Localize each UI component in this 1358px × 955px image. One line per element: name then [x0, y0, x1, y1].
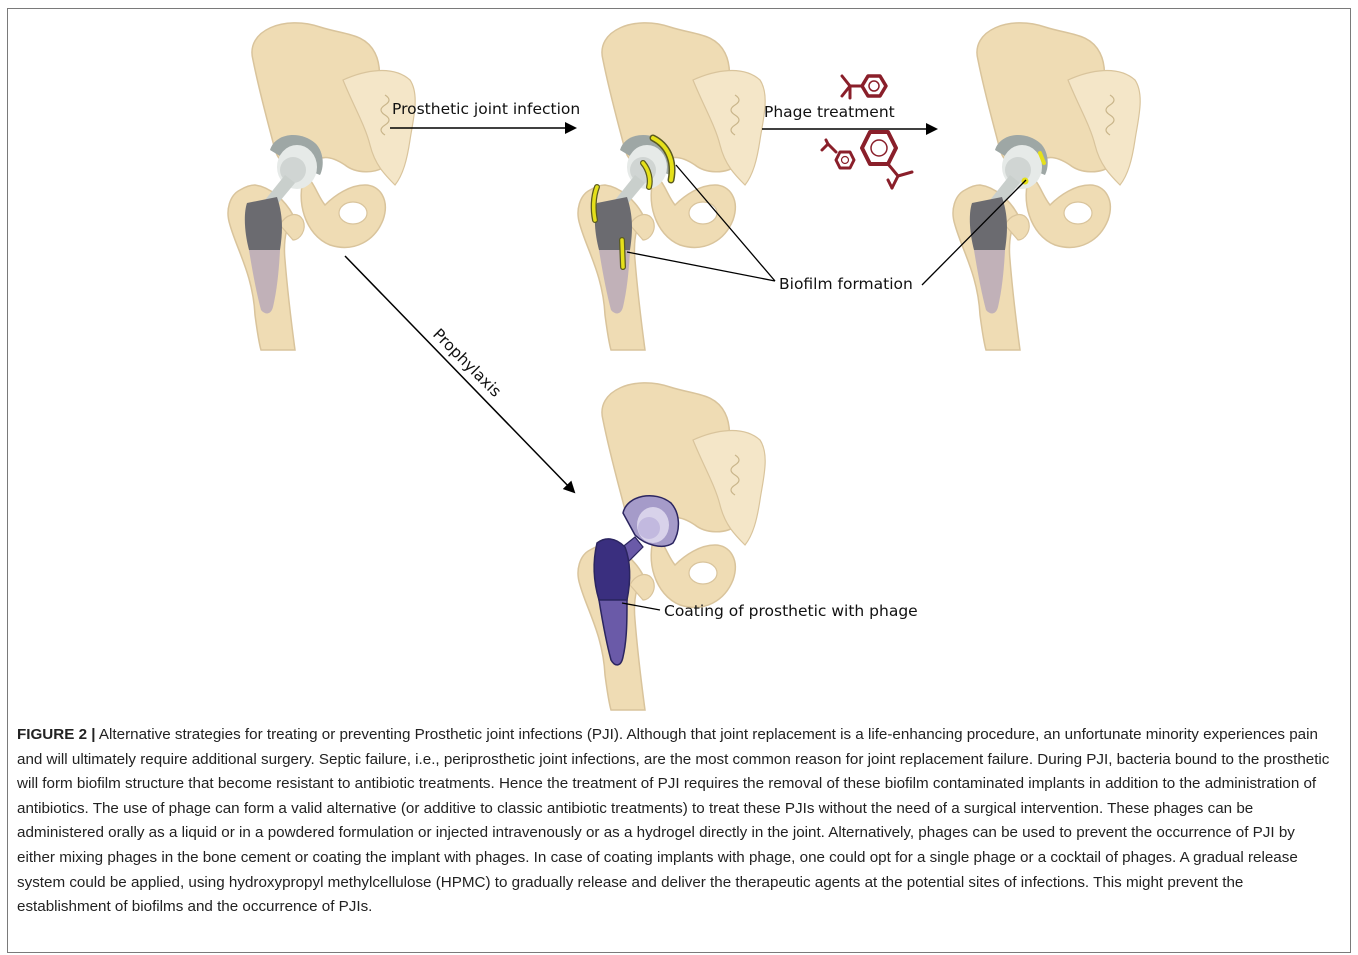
hip-implant-healthy — [228, 23, 415, 350]
figure-caption: FIGURE 2 | Alternative strategies for tr… — [17, 723, 1337, 920]
figure-illustration: Prosthetic joint infection Phage treatme… — [0, 0, 1358, 720]
label-prosthetic-joint-infection: Prosthetic joint infection — [392, 100, 580, 118]
caption-text: Alternative strategies for treating or p… — [17, 726, 1329, 915]
hip-implant-treated — [953, 23, 1140, 350]
label-prophylaxis: Prophylaxis — [429, 325, 505, 401]
label-phage-treatment: Phage treatment — [764, 103, 895, 121]
hip-implant-infected — [578, 23, 765, 350]
hip-implant-coated — [578, 383, 765, 710]
label-coating: Coating of prosthetic with phage — [664, 602, 918, 620]
label-biofilm-formation: Biofilm formation — [779, 275, 913, 293]
phage-icon — [822, 76, 912, 188]
figure-label: FIGURE 2 | — [17, 726, 96, 743]
arrow-prophylaxis — [345, 256, 574, 492]
